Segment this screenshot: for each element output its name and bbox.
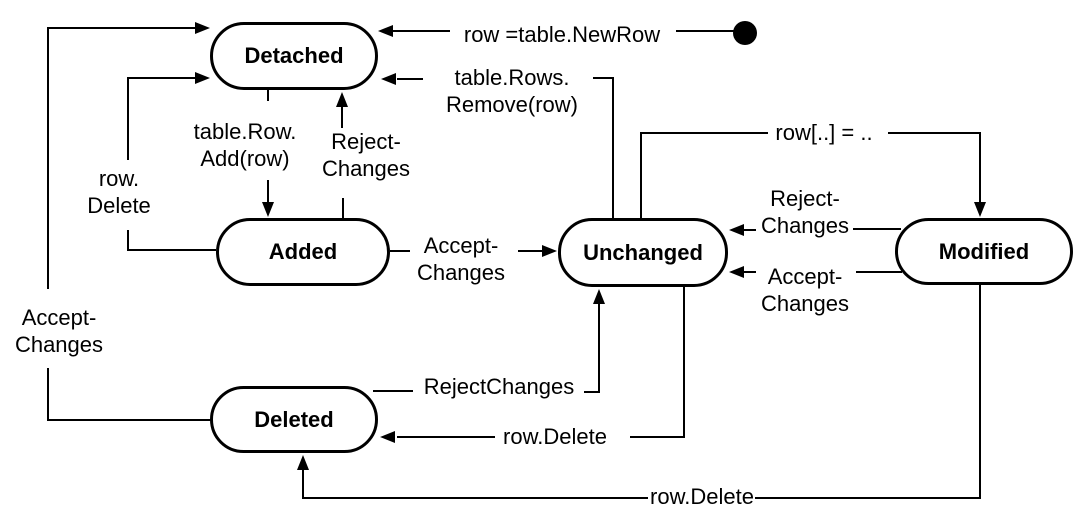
line-segment (128, 249, 216, 251)
line-segment (267, 180, 269, 202)
transition-label: row.Delete (503, 424, 607, 449)
line-segment (127, 77, 195, 79)
line-segment (127, 78, 129, 160)
transition-label: table.Row. Add(row) (193, 119, 297, 171)
state-label-unchanged: Unchanged (583, 239, 703, 265)
line-segment (683, 287, 685, 438)
arrowhead-icon (262, 202, 274, 217)
line-segment (127, 230, 129, 251)
state-added: Added (216, 218, 390, 286)
line-segment (390, 250, 410, 252)
state-unchanged: Unchanged (558, 218, 728, 287)
line-segment (397, 78, 423, 80)
line-segment (341, 106, 343, 128)
line-segment (373, 390, 413, 392)
line-segment (342, 198, 344, 218)
state-label-detached: Detached (244, 43, 344, 68)
line-segment (47, 27, 49, 289)
state-label-deleted: Deleted (254, 406, 334, 432)
transition-label: Reject- Changes (321, 129, 411, 181)
arrowhead-icon (729, 266, 744, 278)
initial-state-icon (733, 21, 757, 45)
line-segment (640, 132, 768, 134)
transition-label: row[..] = .. (775, 120, 873, 145)
line-segment (47, 368, 49, 421)
transition-label: Accept- Changes (14, 305, 104, 357)
line-segment (755, 497, 981, 499)
line-segment (302, 470, 304, 499)
line-segment (593, 77, 614, 79)
arrowhead-icon (381, 73, 396, 85)
state-deleted: Deleted (210, 386, 378, 453)
line-segment (392, 30, 450, 32)
arrowhead-icon (297, 455, 309, 470)
line-segment (979, 285, 981, 499)
line-segment (267, 90, 269, 101)
transition-label: row. Delete (87, 166, 151, 218)
transition-label: RejectChanges (423, 374, 575, 399)
line-segment (676, 30, 734, 32)
arrowhead-icon (336, 92, 348, 107)
line-segment (47, 27, 195, 29)
line-segment (598, 302, 600, 392)
line-segment (744, 271, 756, 273)
arrowhead-icon (542, 245, 557, 257)
line-segment (302, 497, 648, 499)
line-segment (630, 436, 685, 438)
transition-label: Accept- Changes (416, 233, 506, 285)
line-segment (397, 436, 495, 438)
arrowhead-icon (729, 224, 744, 236)
transition-label: row.Delete (650, 484, 754, 509)
line-segment (640, 133, 642, 218)
transition-label: row =table.NewRow (463, 22, 661, 47)
state-label-modified: Modified (938, 238, 1030, 264)
transition-label: table.Rows. Remove(row) (445, 65, 579, 117)
state-detached: Detached (210, 22, 378, 90)
line-segment (856, 271, 902, 273)
arrowhead-icon (195, 22, 210, 34)
line-segment (612, 77, 614, 219)
line-segment (979, 132, 981, 204)
transition-label: Reject- Changes (760, 186, 850, 238)
arrowhead-icon (378, 25, 393, 37)
state-label-added: Added (268, 239, 338, 264)
line-segment (744, 229, 756, 231)
line-segment (584, 391, 600, 393)
arrowhead-icon (593, 289, 605, 304)
line-segment (47, 419, 211, 421)
arrowhead-icon (974, 202, 986, 217)
line-segment (888, 132, 980, 134)
state-modified: Modified (895, 218, 1073, 285)
transition-label: Accept- Changes (760, 264, 850, 316)
line-segment (518, 250, 542, 252)
line-segment (853, 228, 901, 230)
arrowhead-icon (195, 72, 210, 84)
arrowhead-icon (380, 431, 395, 443)
